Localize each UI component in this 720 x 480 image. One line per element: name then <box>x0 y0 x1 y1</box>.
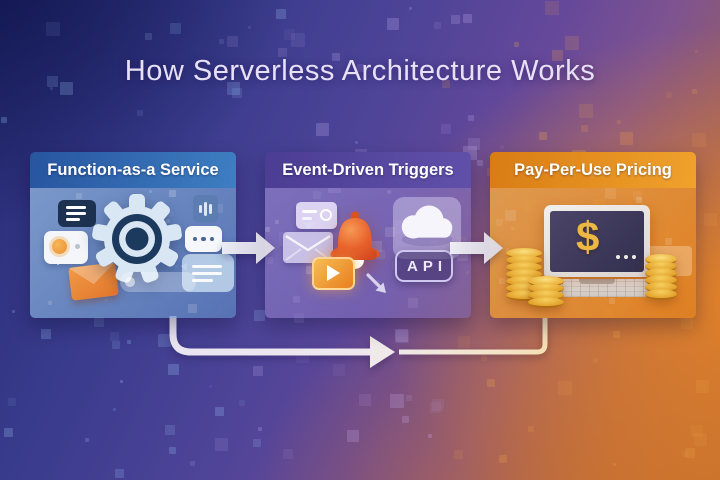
bell-icon <box>329 206 381 270</box>
typing-dots-bubble-icon <box>185 226 222 252</box>
flow-step-pricing: Pay-Per-Use Pricing $ <box>490 152 696 318</box>
ellipsis-dots-icon <box>615 254 636 259</box>
search-pill-icon <box>120 272 196 292</box>
sun-dot-icon <box>52 239 67 254</box>
cloud-icon <box>401 205 453 247</box>
step-body-triggers: API <box>265 188 471 318</box>
laptop-icon: $ <box>544 205 650 277</box>
photo-message-bubble-icon <box>44 231 88 265</box>
page-title: How Serverless Architecture Works <box>124 55 596 87</box>
coin-stack-icon <box>506 248 542 301</box>
step-body-pricing: $ <box>490 188 696 318</box>
laptop-screen: $ <box>550 211 644 272</box>
audio-clip-icon <box>193 195 218 222</box>
right-arrow-icon <box>450 232 503 264</box>
dollar-icon: $ <box>576 213 600 260</box>
gear-icon <box>92 193 182 285</box>
small-dot-icon <box>75 244 80 249</box>
step-body-faas <box>30 188 236 318</box>
right-arrow-icon <box>222 232 275 264</box>
flow-step-triggers: Event-Driven Triggers <box>265 152 471 318</box>
coin-stack-icon <box>528 276 564 308</box>
flow-step-faas: Function-as-a Service <box>30 152 236 318</box>
api-badge: API <box>395 250 453 282</box>
text-lines-bubble-icon <box>181 254 234 292</box>
cloud-card <box>393 197 461 259</box>
chat-lines-bubble-icon <box>58 200 96 227</box>
notification-card-icon <box>296 202 337 229</box>
play-button-icon <box>312 257 355 290</box>
coin-stack-icon <box>645 254 677 300</box>
step-title-pricing: Pay-Per-Use Pricing <box>490 152 696 188</box>
bottom-loop-arrow-icon <box>169 316 548 368</box>
step-title-triggers: Event-Driven Triggers <box>265 152 471 188</box>
cursor-arrow-icon <box>363 270 391 298</box>
step-title-faas: Function-as-a Service <box>30 152 236 188</box>
